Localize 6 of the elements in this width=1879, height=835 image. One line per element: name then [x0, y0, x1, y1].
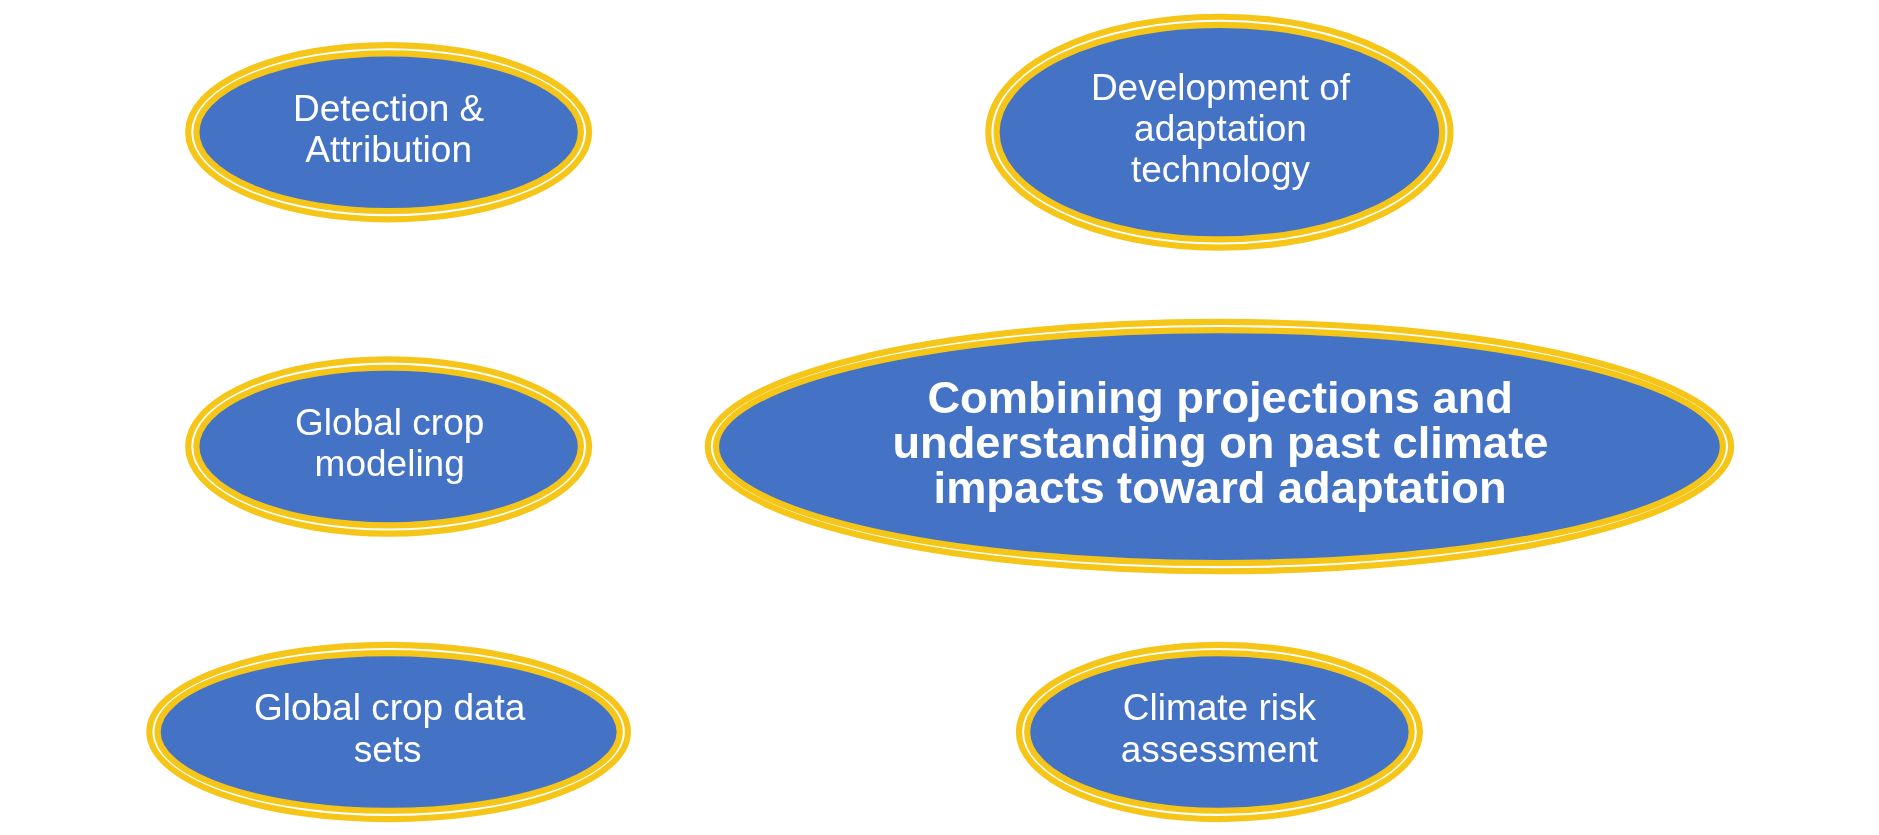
- node-ellipse: Development of adaptation technology: [984, 13, 1454, 251]
- node-ellipse: Global crop data sets: [145, 641, 631, 823]
- node-ellipse: Global crop modeling: [184, 356, 592, 537]
- node-ellipse: Combining projections and understanding on past climate impacts toward adaptation: [704, 318, 1734, 575]
- node-ellipse: Climate risk assessment: [1015, 641, 1423, 823]
- node-ellipse: Detection & Attribution: [184, 41, 592, 223]
